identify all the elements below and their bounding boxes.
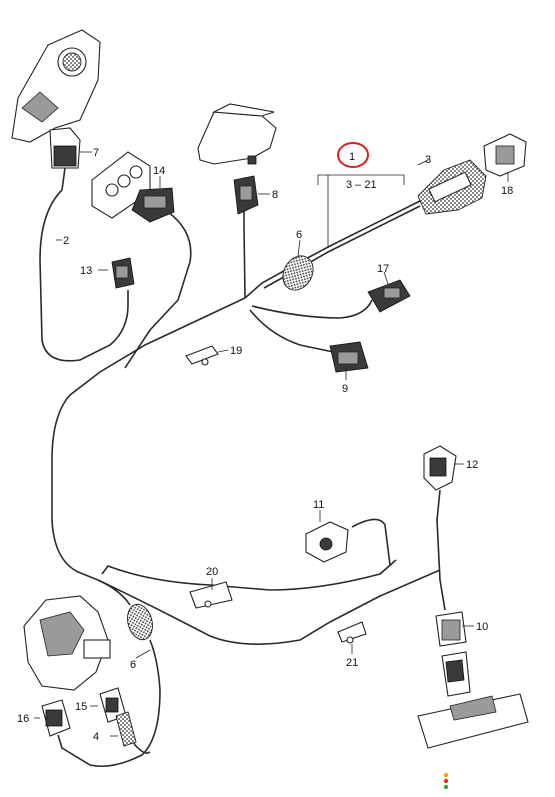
highlight-circle: [337, 142, 369, 168]
leader-lines: [34, 151, 509, 737]
callout-19: 19: [230, 345, 242, 357]
connector-10: [435, 611, 467, 647]
door-lock-assembly: [23, 595, 111, 691]
window-motor-top: [11, 29, 101, 169]
connector-12: [423, 445, 457, 491]
status-dots: [443, 772, 449, 790]
status-dot-amber: [443, 772, 449, 778]
callout-11: 11: [313, 499, 324, 511]
callout-3: 3: [425, 154, 431, 166]
callout-21: 21: [346, 657, 358, 669]
callout-6-lower: 6: [130, 659, 136, 671]
connector-16: [41, 699, 71, 737]
grommet-6-lower: [127, 603, 153, 641]
control-unit: [197, 103, 277, 165]
door-handle-module: [417, 651, 529, 749]
clip-20: [189, 581, 233, 609]
callout-17: 17: [377, 263, 389, 275]
callout-7: 7: [93, 147, 99, 159]
callout-2: 2: [63, 235, 69, 247]
callout-12: 12: [466, 459, 478, 471]
callout-18: 18: [501, 185, 513, 197]
callout-9: 9: [342, 383, 348, 395]
callout-14: 14: [153, 165, 165, 177]
callout-13: 13: [80, 265, 92, 277]
connector-13: [111, 257, 135, 289]
connector-11: [305, 521, 349, 563]
status-dot-red: [443, 778, 449, 784]
connector-14: [131, 187, 175, 223]
connector-17: [367, 279, 411, 313]
callout-1-range: 3 – 21: [346, 179, 377, 191]
status-dot-green: [443, 784, 449, 790]
callout-4: 4: [93, 731, 99, 743]
connector-8: [233, 175, 259, 215]
clip-19: [185, 345, 219, 366]
connector-15: [99, 687, 137, 747]
grommet-6-upper: [282, 255, 314, 291]
callout-6-upper: 6: [296, 229, 302, 241]
callout-15: 15: [75, 701, 87, 713]
clip-21: [337, 621, 367, 644]
sleeve-3: [417, 159, 487, 215]
callout-20: 20: [206, 566, 218, 578]
callout-10: 10: [476, 621, 488, 633]
connector-9: [329, 341, 369, 373]
callout-8: 8: [272, 189, 278, 201]
callout-16: 16: [17, 713, 29, 725]
callout-1: 1: [349, 151, 355, 163]
connector-18: [483, 133, 527, 177]
harness-wires: [39, 167, 446, 768]
